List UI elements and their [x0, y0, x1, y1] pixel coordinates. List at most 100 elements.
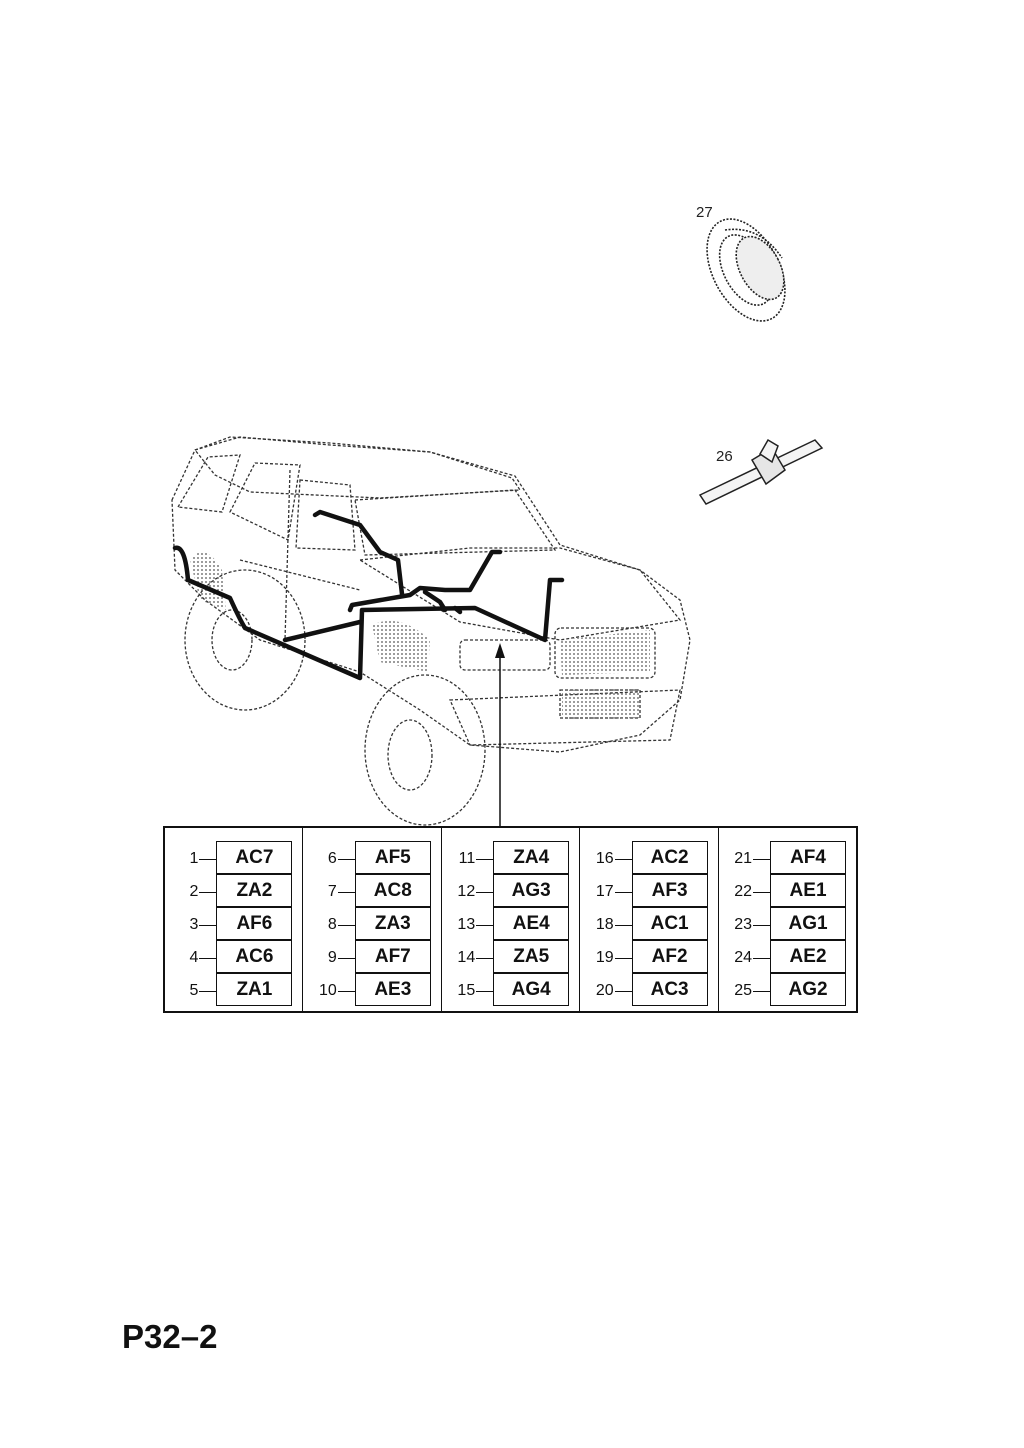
legend-item-code: AC6: [216, 940, 293, 973]
legend-item-number: 15: [457, 982, 476, 999]
legend-leader-line: [753, 925, 771, 926]
legend-item-code: AF5: [354, 841, 431, 874]
legend-item-code: AC1: [631, 907, 708, 940]
legend-row: 18 AC1: [580, 907, 717, 940]
legend-item-number: 13: [457, 916, 476, 933]
legend-row: 14 ZA5: [442, 940, 579, 973]
legend-item-number: 4: [189, 949, 199, 966]
legend-item-code: AC3: [631, 973, 708, 1006]
legend-leader-line: [476, 925, 494, 926]
legend-item-code: AE3: [354, 973, 431, 1006]
legend-item-code: ZA3: [354, 907, 431, 940]
legend-leader-line: [337, 892, 355, 893]
legend-row: 10 AE3: [303, 973, 440, 1006]
legend-item-code: AF3: [631, 874, 708, 907]
legend-item-number: 7: [327, 883, 337, 900]
legend-leader-line: [614, 925, 632, 926]
legend-item-code: AC2: [631, 841, 708, 874]
grommet-icon: [706, 218, 786, 322]
legend-leader-line: [199, 892, 217, 893]
legend-item-number: 16: [595, 850, 614, 867]
legend-leader-line: [337, 859, 355, 860]
legend-item-number: 22: [734, 883, 753, 900]
legend-item-code: AE1: [770, 874, 847, 907]
legend-row: 4 AC6: [165, 940, 302, 973]
legend-item-code: AG3: [493, 874, 570, 907]
legend-item-number: 18: [595, 916, 614, 933]
legend-leader-line: [476, 991, 494, 992]
legend-item-number: 11: [458, 850, 476, 867]
legend-item-code: AE4: [493, 907, 570, 940]
legend-row: 12 AG3: [442, 874, 579, 907]
legend-item-code: ZA2: [216, 874, 293, 907]
legend-row: 15 AG4: [442, 973, 579, 1006]
legend-item-number: 24: [734, 949, 753, 966]
part-number-27: 27: [696, 204, 713, 221]
legend-item-number: 12: [457, 883, 476, 900]
legend-item-number: 1: [189, 850, 199, 867]
legend-item-code: ZA1: [216, 973, 293, 1006]
legend-item-number: 8: [327, 916, 337, 933]
legend-item-number: 21: [734, 850, 753, 867]
part-number-26: 26: [716, 448, 733, 465]
legend-row: 25 AG2: [719, 973, 856, 1006]
legend-item-code: AF6: [216, 907, 293, 940]
legend-leader-line: [753, 859, 771, 860]
page-code: P32–2: [122, 1318, 218, 1355]
legend-item-code: AG4: [493, 973, 570, 1006]
legend-item-code: AF7: [354, 940, 431, 973]
legend-item-code: AF2: [631, 940, 708, 973]
legend-item-number: 2: [189, 883, 199, 900]
legend-item-number: 6: [327, 850, 337, 867]
legend-row: 22 AE1: [719, 874, 856, 907]
legend-leader-line: [614, 958, 632, 959]
legend-row: 11 ZA4: [442, 841, 579, 874]
legend-leader-line: [614, 991, 632, 992]
legend-row: 5 ZA1: [165, 973, 302, 1006]
legend-leader-line: [199, 925, 217, 926]
legend-item-code: ZA5: [493, 940, 570, 973]
legend-row: 21 AF4: [719, 841, 856, 874]
legend-leader-line: [476, 859, 494, 860]
legend-leader-line: [337, 991, 355, 992]
legend-item-number: 9: [327, 949, 337, 966]
legend-leader-line: [199, 958, 217, 959]
legend-leader-line: [614, 859, 632, 860]
cable-clip-icon: [698, 438, 824, 505]
legend-item-number: 5: [189, 982, 199, 999]
legend-leader-line: [614, 892, 632, 893]
legend-item-code: AF4: [770, 841, 847, 874]
legend-item-code: AG2: [770, 973, 847, 1006]
legend-row: 9 AF7: [303, 940, 440, 973]
legend-leader-line: [753, 958, 771, 959]
legend-row: 13 AE4: [442, 907, 579, 940]
legend-leader-line: [476, 958, 494, 959]
legend-item-code: AG1: [770, 907, 847, 940]
vehicle-harness-icon: [171, 436, 691, 826]
legend-item-number: 3: [189, 916, 199, 933]
legend-leader-line: [337, 958, 355, 959]
legend-item-code: ZA4: [493, 841, 570, 874]
legend-leader-line: [753, 991, 771, 992]
legend-item-number: 10: [319, 982, 337, 999]
legend-leader-line: [337, 925, 355, 926]
legend-item-number: 14: [457, 949, 476, 966]
legend-item-number: 20: [595, 982, 614, 999]
legend-row: 8 ZA3: [303, 907, 440, 940]
legend-column: 11 ZA4 12 AG3 13 AE4 14 ZA5 15 AG4: [442, 828, 581, 1011]
legend-row: 20 AC3: [580, 973, 717, 1006]
legend-item-number: 25: [734, 982, 753, 999]
legend-row: 3 AF6: [165, 907, 302, 940]
